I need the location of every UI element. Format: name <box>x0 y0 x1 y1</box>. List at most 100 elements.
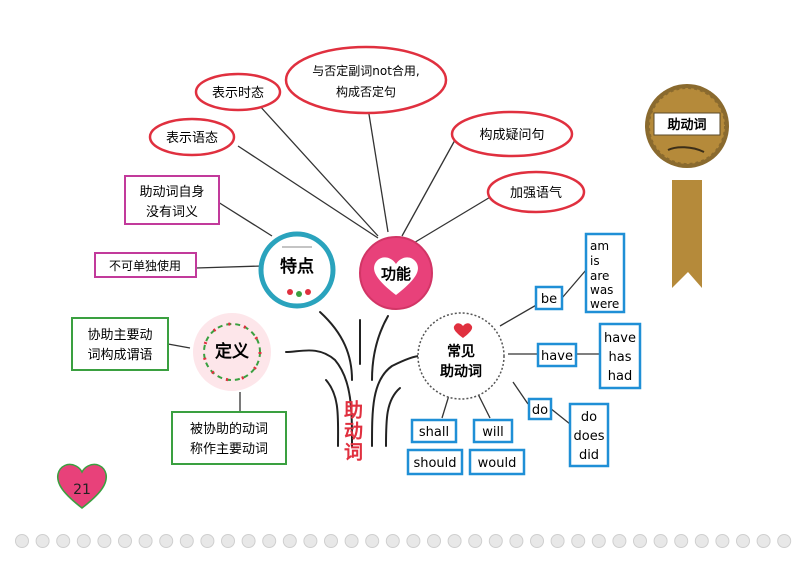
binder-hole <box>97 534 112 548</box>
function-cloud-1: 表示语态 <box>148 117 236 157</box>
function-cloud-1-text: 表示语态 <box>166 131 218 146</box>
definition-item-2-line1: 被协助的动词 <box>190 421 268 437</box>
feature-item-1-line1: 助动词自身 <box>139 184 204 200</box>
binder-hole <box>530 534 544 548</box>
modal-will: will <box>482 425 503 440</box>
badge-text: 助动词 <box>667 117 706 133</box>
binder-hole <box>406 534 421 548</box>
binder-hole <box>262 534 277 548</box>
modal-shall-should: shall should <box>406 418 464 476</box>
binder-hole <box>694 534 709 548</box>
binder-hole <box>756 534 771 548</box>
binder-hole <box>344 534 359 548</box>
definition-item-1: 协助主要动 词构成谓语 <box>71 317 169 371</box>
binder-hole <box>591 534 606 548</box>
be-group: be am is are was were <box>534 232 626 314</box>
feature-item-1: 助动词自身 没有词义 <box>124 175 220 225</box>
badge-ribbon: 助动词 <box>645 84 729 288</box>
function-cloud-3-line2: 构成否定句 <box>336 84 396 99</box>
function-cloud-3: 与否定副词not合用, 构成否定句 <box>284 45 448 115</box>
function-cloud-2-text: 表示时态 <box>212 86 264 101</box>
binder-hole <box>118 534 132 548</box>
binder-hole <box>427 534 441 548</box>
binder-hole <box>138 534 153 548</box>
binder-hole <box>365 534 380 548</box>
binder-hole <box>571 534 586 548</box>
binder-hole <box>303 534 318 548</box>
feature-item-1-line2: 没有词义 <box>146 205 198 220</box>
do-word: do <box>532 403 548 418</box>
binder-hole <box>612 534 627 548</box>
binder-hole <box>488 534 503 548</box>
binder-hole <box>159 534 174 548</box>
common-node: 常见 助动词 <box>417 312 505 400</box>
binder-hole <box>179 534 194 548</box>
functions-node: 功能 <box>359 236 433 310</box>
function-cloud-2: 表示时态 <box>194 72 282 112</box>
function-cloud-5: 加强语气 <box>486 170 586 214</box>
have-form-has: has <box>609 350 632 365</box>
binder-hole <box>200 534 215 548</box>
binder-hole <box>633 534 647 548</box>
binder-hole <box>385 534 400 548</box>
binder-holes <box>15 534 792 548</box>
binder-hole <box>715 534 730 548</box>
binder-hole <box>550 534 565 548</box>
trunk-label-text: 助动词 <box>341 399 363 463</box>
have-group: have have has had <box>536 322 642 390</box>
binder-hole <box>509 534 524 548</box>
be-form-are: are <box>590 269 609 283</box>
functions-node-label: 功能 <box>381 265 411 283</box>
binder-hole <box>221 534 235 548</box>
binder-hole <box>56 534 71 548</box>
binder-hole <box>35 534 50 548</box>
function-cloud-3-line1: 与否定副词not合用, <box>312 63 419 78</box>
have-form-have: have <box>604 331 636 346</box>
binder-hole <box>76 534 91 548</box>
be-form-was: was <box>590 283 613 297</box>
feature-item-2: 不可单独使用 <box>94 252 197 278</box>
feature-item-2-text: 不可单独使用 <box>109 258 181 273</box>
function-cloud-5-text: 加强语气 <box>510 185 562 201</box>
do-form-did: did <box>579 448 599 463</box>
modal-shall: shall <box>419 425 449 440</box>
tree-trunk <box>285 311 421 447</box>
have-word: have <box>541 349 573 364</box>
binder-hole <box>282 534 297 548</box>
definition-item-2: 被协助的动词 称作主要动词 <box>171 411 287 465</box>
function-cloud-4-text: 构成疑问句 <box>479 127 544 143</box>
connector-lines <box>167 103 600 425</box>
do-group: do do does did <box>527 397 610 468</box>
definition-node: 定义 <box>193 313 271 391</box>
definition-item-1-line2: 词构成谓语 <box>87 348 152 363</box>
modal-should: should <box>413 456 456 471</box>
binder-hole <box>653 534 668 548</box>
modal-would: would <box>478 456 517 471</box>
do-form-do: do <box>581 410 597 425</box>
page-number-heart: 21 <box>56 463 108 509</box>
binder-hole <box>736 534 750 548</box>
do-form-does: does <box>574 429 605 444</box>
binder-hole <box>777 534 792 548</box>
modal-will-would: will would <box>468 418 526 476</box>
binder-hole <box>324 534 338 548</box>
be-word: be <box>541 292 557 307</box>
definition-item-1-line1: 协助主要动 <box>87 328 152 343</box>
function-cloud-4: 构成疑问句 <box>450 110 574 158</box>
features-node-label: 特点 <box>280 256 314 277</box>
binder-hole <box>674 534 689 548</box>
common-node-line2: 助动词 <box>440 363 482 380</box>
common-node-line1: 常见 <box>447 343 475 360</box>
be-form-am: am <box>590 239 609 253</box>
page-number: 21 <box>73 482 91 498</box>
binder-hole <box>447 534 462 548</box>
binder-hole <box>241 534 256 548</box>
have-form-had: had <box>608 369 632 384</box>
definition-item-2-line2: 称作主要动词 <box>190 442 268 457</box>
binder-hole <box>15 534 29 548</box>
binder-hole <box>468 534 483 548</box>
be-form-were: were <box>590 297 619 311</box>
be-form-is: is <box>590 254 600 268</box>
trunk-label: 助动词 <box>341 399 363 463</box>
